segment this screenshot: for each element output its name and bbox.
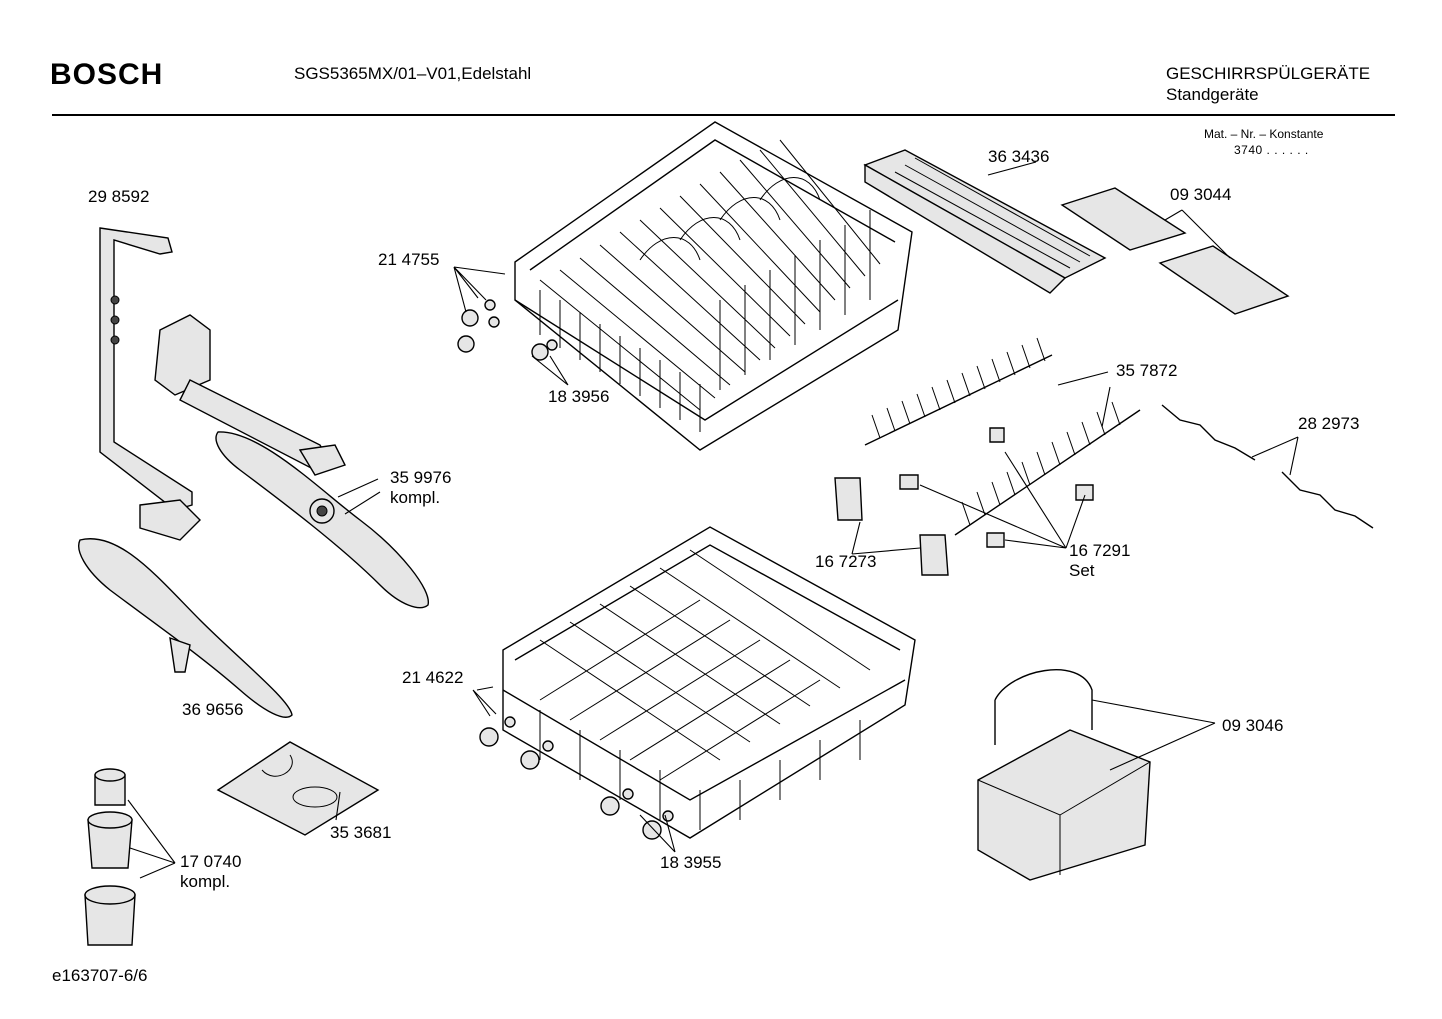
filter-set-illustration — [84, 768, 136, 946]
part-number: 36 9656 — [182, 700, 244, 719]
part-number: 35 7872 — [1116, 361, 1178, 380]
header-divider — [52, 114, 1395, 116]
part-label-353681: 35 3681 — [330, 823, 391, 843]
part-number: 21 4755 — [378, 250, 440, 269]
part-number: 36 3436 — [988, 147, 1050, 166]
upper-spray-arm-illustration — [154, 314, 429, 609]
part-number: 35 9976 — [390, 468, 452, 487]
part-number: 21 4622 — [402, 668, 464, 687]
part-number: 09 3046 — [1222, 716, 1284, 735]
part-number: 17 0740 — [180, 852, 242, 871]
part-label-298592: 29 8592 — [88, 187, 149, 207]
lower-rack-illustration — [479, 526, 916, 840]
filter-plate-illustration — [216, 741, 380, 836]
upper-rack-illustration — [457, 121, 913, 451]
part-label-170740: 17 0740 kompl. — [180, 852, 241, 892]
lower-spray-arm-illustration — [78, 538, 293, 718]
part-number: 16 7273 — [815, 552, 877, 571]
part-label-167291: 16 7291 Set — [1069, 541, 1130, 581]
part-label-369656: 36 9656 — [182, 700, 243, 720]
part-label-214622: 21 4622 — [402, 668, 463, 688]
appliance-category: GESCHIRRSPÜLGERÄTE — [1166, 64, 1371, 83]
document-id: e163707-6/6 — [52, 966, 148, 985]
part-label-357872: 35 7872 — [1116, 361, 1177, 381]
part-number: 28 2973 — [1298, 414, 1360, 433]
part-note: kompl. — [180, 872, 231, 891]
part-number: 35 3681 — [330, 823, 392, 842]
part-number: 18 3955 — [660, 853, 722, 872]
part-label-167273: 16 7273 — [815, 552, 876, 572]
part-number: 29 8592 — [88, 187, 150, 206]
part-note: kompl. — [390, 488, 441, 507]
part-number: 16 7291 — [1069, 541, 1131, 560]
part-label-282973: 28 2973 — [1298, 414, 1359, 434]
part-label-093044: 09 3044 — [1170, 185, 1231, 205]
cutlery-tray-illustration — [863, 149, 1107, 294]
part-number: 18 3956 — [548, 387, 610, 406]
part-label-093046: 09 3046 — [1222, 716, 1283, 736]
part-number: 09 3044 — [1170, 185, 1232, 204]
model-designation: SGS5365MX/01–V01,Edelstahl — [294, 64, 532, 83]
mat-nr-value: 3740 . . . . . . — [1234, 143, 1309, 157]
brand-logo: BOSCH — [50, 58, 164, 91]
mat-nr-label: Mat. – Nr. – Konstante — [1204, 127, 1324, 141]
part-label-183955: 18 3955 — [660, 853, 721, 873]
appliance-subcategory: Standgeräte — [1166, 85, 1259, 104]
cup-shelf-illustration — [1161, 404, 1374, 529]
rack-clips-illustration — [834, 427, 1094, 576]
spray-pipe-illustration — [99, 227, 201, 541]
part-label-363436: 36 3436 — [988, 147, 1049, 167]
tray-insert-illustration — [1060, 187, 1290, 315]
fold-down-tines-illustration — [864, 337, 1141, 536]
leader-lines — [127, 161, 1299, 879]
part-label-214755: 21 4755 — [378, 250, 439, 270]
part-label-183956: 18 3956 — [548, 387, 609, 407]
cutlery-basket-illustration — [977, 669, 1151, 881]
part-note: Set — [1069, 561, 1095, 580]
part-label-359976: 35 9976 kompl. — [390, 468, 451, 508]
